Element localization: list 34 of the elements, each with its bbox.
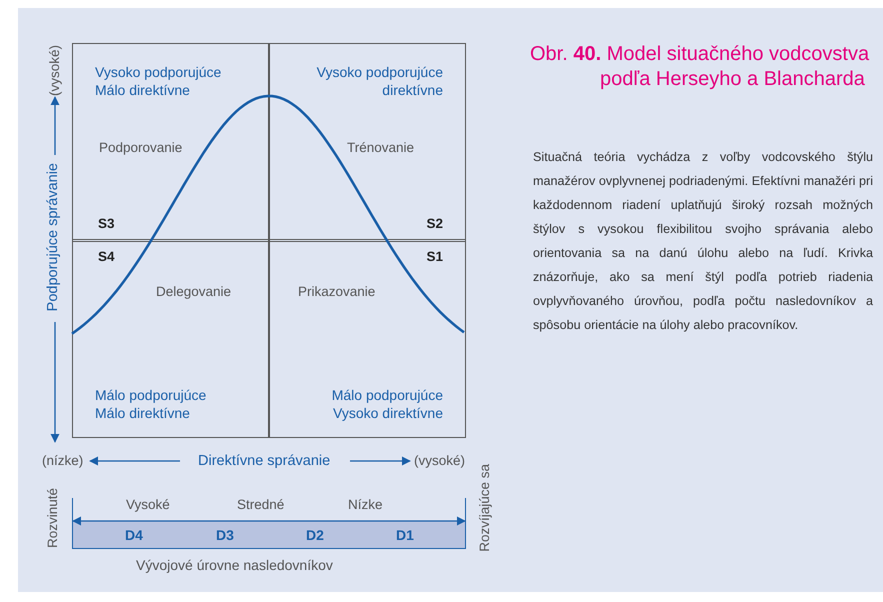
quadrant-heading: Málo podporujúce Málo direktívne [95,386,208,422]
axis-title: Direktívne správanie [198,452,330,470]
quadrant-cell [72,43,270,242]
axis-end-label: (vysoké) [414,453,466,468]
axis-end-label: Rozvíjajúce sa [477,464,492,552]
axis-end-label: Rozvinuté [45,488,60,548]
quadrant-number: S1 [426,249,443,264]
level-code: D3 [216,527,234,543]
quadrant-number: S3 [98,216,115,231]
quadrant-cell [268,43,466,242]
quadrant-number: S2 [426,216,443,231]
quadrant-cell [268,239,466,438]
axis-title: Podporujúce správanie [44,163,62,312]
axis-end-label: (vysoké) [47,45,62,96]
quadrant-heading: Málo podporujúce Vysoko direktívne [330,386,443,422]
level-label: Stredné [237,497,284,512]
quadrant-number: S4 [98,249,115,264]
axis-title: Vývojové úrovne nasledovníkov [136,557,333,573]
level-code: D1 [396,527,414,543]
level-label: Nízke [348,497,383,512]
level-code: D2 [306,527,324,543]
quadrant-cell [72,239,270,438]
quadrant-heading: Vysoko podporujúce Málo direktívne [95,63,222,99]
style-label: Trénovanie [347,140,414,155]
level-code: D4 [125,527,143,543]
level-label: Vysoké [126,497,170,512]
development-band [72,498,466,549]
style-label: Prikazovanie [298,284,376,299]
style-label: Podporovanie [99,140,182,155]
style-label: Delegovanie [156,284,232,299]
quadrant-heading: Vysoko podporujúce direktívne [316,63,443,99]
figure-title: Obr. 40. Model situačného vodcovstva podľa Herseyho a Blancharda [530,42,870,92]
axis-end-label: (nízke) [42,453,84,468]
description-paragraph: Situačná teória vychádza z voľby vodcovského štýlu manažérov ovplyvnenej podriadenými. Efektívni manažéri pri každodennom riadení uplatňujú široký rozsah možných štýlov s vysokou flexibilitou svojho správania alebo orientovania sa na danú úlohu alebo na ľudí. Krivka znázorňuje, ako sa mení štýl podľa potrieb riadenia ovplyvňovaného úrovňou, podľa počtu nasledovníkov a spôsobu orientácie na úlohy alebo pracovníkov. [533,149,873,334]
